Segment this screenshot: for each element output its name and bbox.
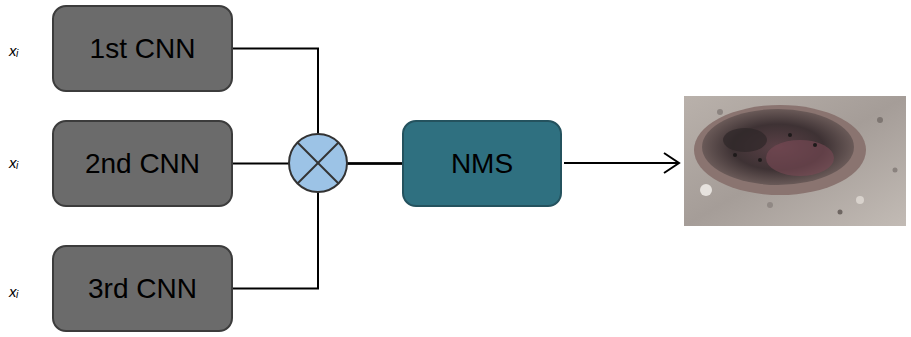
cnn-box: 2nd CNN [52,120,233,207]
box-label: 2nd CNN [85,148,200,180]
merge-symbol [289,134,347,192]
input-label: xᵢ [9,154,18,171]
box-label: 1st CNN [90,33,196,65]
pothole-photo [684,96,906,226]
nms-box: NMS [402,120,562,207]
input-label: xᵢ [9,42,18,59]
input-label: xᵢ [9,283,18,300]
output-arrow [564,153,679,173]
cnn-box: 3rd CNN [52,245,233,332]
cnn-box: 1st CNN [52,5,233,92]
box-label: NMS [451,148,513,180]
box-label: 3rd CNN [88,273,197,305]
